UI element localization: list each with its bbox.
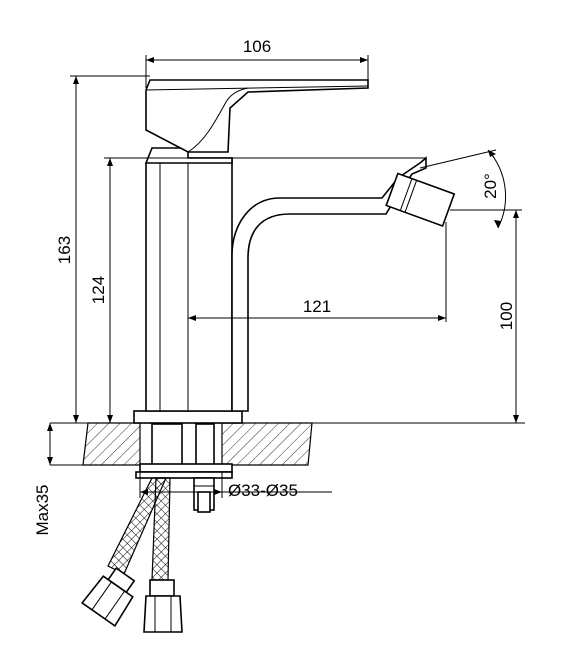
angle-label: 20° [481,173,500,199]
dimension-width-top: 106 [145,37,369,88]
dimension-body-height: 124 [89,157,146,423]
dimension-max-thickness: Max35 [33,423,53,536]
dimension-hole-diameter: Ø33-Ø35 [139,472,332,500]
width-top-label: 106 [243,37,271,56]
body-height-label: 124 [89,276,108,304]
mounting-hardware [80,423,233,633]
dimension-spout-reach: 121 [188,222,447,322]
hole-diameter-label: Ø33-Ø35 [228,481,298,500]
spout-height-label: 100 [497,302,516,330]
dimension-angle: 20° [419,149,507,229]
dimension-total-height: 163 [55,75,150,424]
total-height-label: 163 [55,236,74,264]
max-thickness-label: Max35 [33,484,52,535]
spout-reach-label: 121 [303,297,331,316]
faucet-body [108,147,426,424]
spout [231,156,456,412]
lever-handle [145,79,369,153]
aerator [385,172,456,228]
countertop [50,422,525,466]
dimension-spout-height: 100 [312,209,522,424]
